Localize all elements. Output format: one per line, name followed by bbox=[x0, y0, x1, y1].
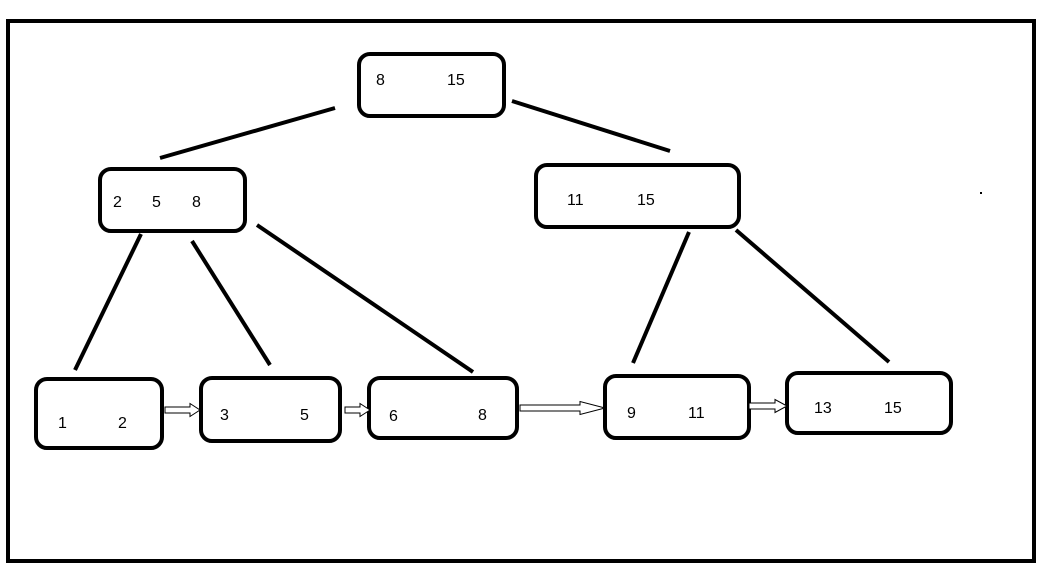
root-key-1: 8 bbox=[376, 72, 385, 89]
edge-root-to-internal-left bbox=[159, 106, 336, 160]
leaf-4-key-2: 11 bbox=[688, 405, 705, 422]
edge-internal-right-to-leaf-4 bbox=[631, 231, 691, 364]
leaf-pointer-arrow-4-5 bbox=[748, 398, 789, 414]
leaf-2-key-2: 5 bbox=[300, 407, 309, 424]
internal-left-key-3: 8 bbox=[192, 194, 201, 211]
leaf-node-1: 1 2 bbox=[34, 377, 164, 450]
leaf-5-key-2: 15 bbox=[884, 400, 902, 417]
leaf-node-2: 3 5 bbox=[199, 376, 342, 443]
leaf-3-key-1: 6 bbox=[389, 408, 398, 425]
root-node: 8 15 bbox=[357, 52, 506, 118]
leaf-pointer-arrow-1-2 bbox=[164, 402, 201, 418]
leaf-2-key-1: 3 bbox=[220, 407, 229, 424]
root-key-2: 15 bbox=[447, 72, 465, 89]
internal-right-key-2: 15 bbox=[637, 192, 655, 209]
internal-right-key-1: 11 bbox=[567, 192, 584, 209]
leaf-4-key-1: 9 bbox=[627, 405, 636, 422]
edge-internal-left-to-leaf-2 bbox=[190, 239, 272, 367]
internal-node-right: 11 15 bbox=[534, 163, 741, 229]
leaf-1-key-2: 2 bbox=[118, 415, 127, 432]
leaf-3-key-2: 8 bbox=[478, 407, 487, 424]
leaf-5-key-1: 13 bbox=[814, 400, 832, 417]
leaf-1-key-1: 1 bbox=[58, 415, 67, 432]
leaf-pointer-arrow-2-3 bbox=[344, 402, 371, 418]
edge-internal-left-to-leaf-1 bbox=[73, 233, 143, 371]
internal-node-left: 2 5 8 bbox=[98, 167, 247, 233]
diagram-frame bbox=[6, 19, 1036, 563]
internal-left-key-1: 2 bbox=[113, 194, 122, 211]
edge-internal-right-to-leaf-5 bbox=[734, 228, 891, 364]
leaf-pointer-arrow-3-4 bbox=[519, 400, 607, 416]
leaf-node-5: 13 15 bbox=[785, 371, 953, 435]
edge-internal-left-to-leaf-3 bbox=[255, 223, 475, 374]
leaf-node-3: 6 8 bbox=[367, 376, 519, 440]
edge-root-to-internal-right bbox=[511, 99, 671, 153]
internal-left-key-2: 5 bbox=[152, 194, 161, 211]
stray-dot bbox=[980, 192, 982, 194]
leaf-node-4: 9 11 bbox=[603, 374, 751, 440]
